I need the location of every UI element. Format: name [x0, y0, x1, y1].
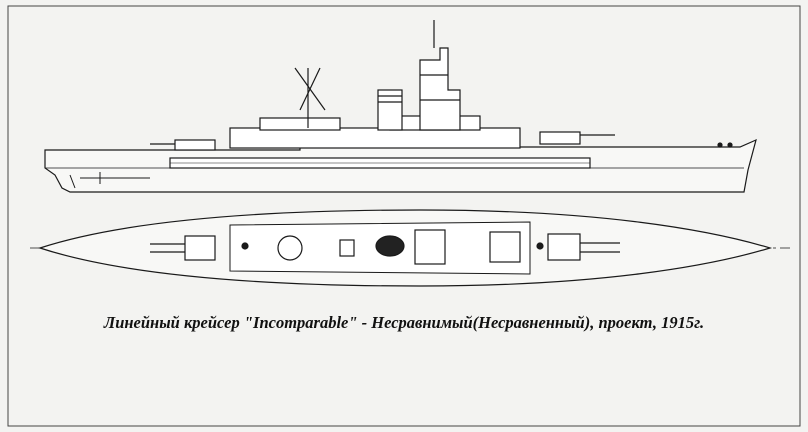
side-profile	[44, 20, 757, 193]
superstructure	[229, 127, 521, 149]
funnel-top	[375, 235, 405, 257]
rudder-propeller	[69, 172, 150, 189]
funnel	[377, 89, 403, 131]
turret-b	[489, 231, 521, 263]
frame-border	[7, 5, 801, 427]
bridge-tower	[419, 47, 461, 131]
turret-x	[184, 235, 216, 261]
turret-aft	[174, 139, 216, 151]
caption: Линейный крейсер "Incomparable" - Несрав…	[103, 313, 705, 332]
turret-fwd	[539, 131, 581, 145]
plan-view	[30, 209, 790, 287]
bridge-top	[414, 229, 446, 265]
turret-a	[547, 233, 581, 261]
